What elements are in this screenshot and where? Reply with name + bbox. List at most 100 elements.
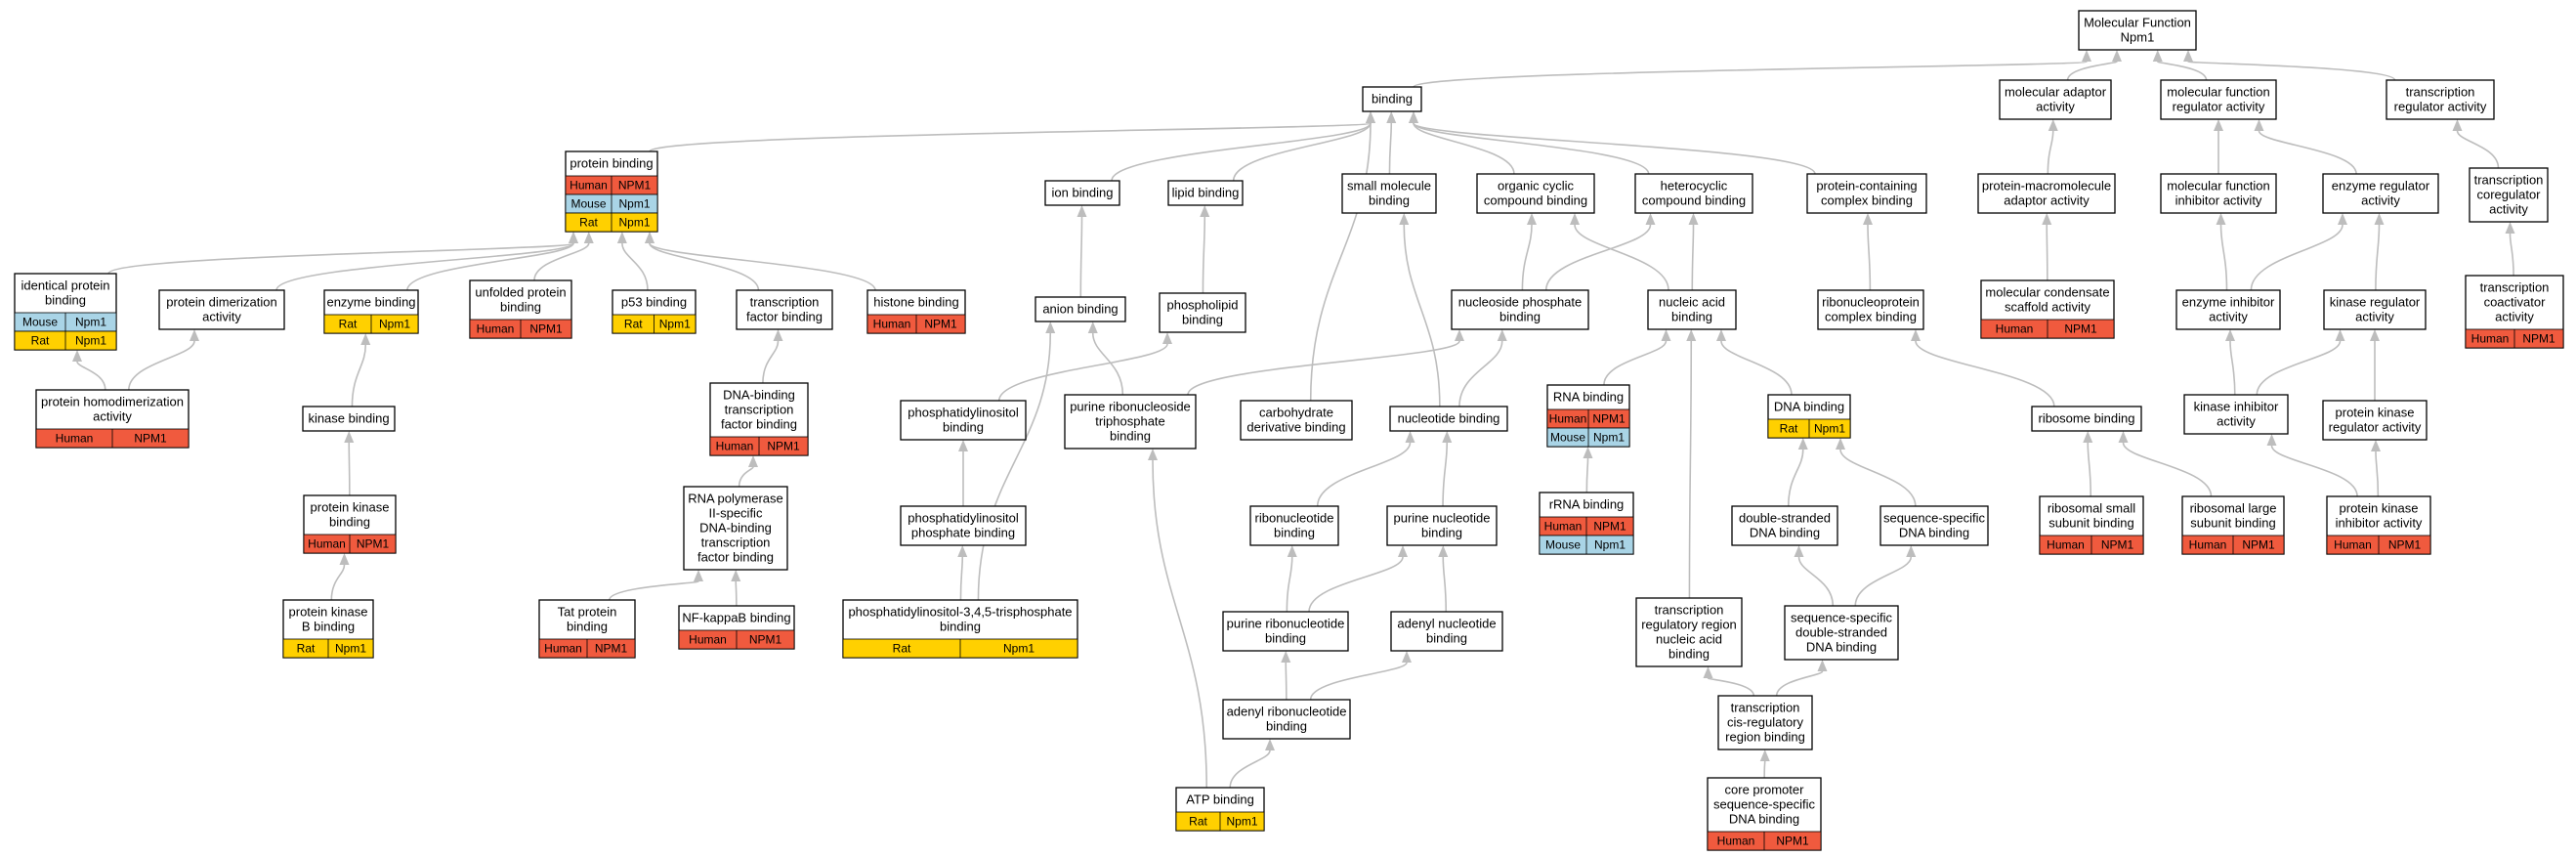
is-a-edge	[1763, 760, 1766, 779]
gene-symbol: Npm1	[75, 334, 106, 348]
species-name: Human	[570, 179, 608, 193]
term-label-line: binding	[1421, 526, 1462, 540]
go-term-lipid-binding[interactable]: lipid binding	[1167, 180, 1244, 206]
term-label-line: regulator activity	[2394, 100, 2487, 114]
term-box	[2323, 289, 2427, 330]
edge-arrowhead	[1200, 205, 1210, 217]
go-term-binding[interactable]: binding	[1362, 86, 1422, 112]
term-label-line: double-stranded	[1795, 625, 1887, 640]
edge-arrowhead	[1794, 545, 1804, 557]
edge-arrowhead	[2118, 431, 2129, 443]
go-term-ion-binding[interactable]: ion binding	[1044, 180, 1120, 206]
go-term-anion[interactable]: anion binding	[1035, 296, 1126, 322]
term-label-line: ribosomal large	[2190, 501, 2277, 516]
is-a-edge	[735, 580, 738, 607]
species-name: Human	[477, 322, 515, 336]
go-term-pip3[interactable]: phosphatidylinositol-3,4,5-trisphosphate…	[842, 599, 1078, 659]
term-box	[1240, 400, 1353, 441]
term-label-line: rRNA binding	[1549, 497, 1625, 512]
term-label-line: phospholipid	[1166, 298, 1238, 313]
edge-arrowhead	[616, 232, 627, 243]
is-a-edge	[997, 343, 1168, 402]
edge-arrowhead	[1863, 213, 1873, 225]
term-box	[1222, 611, 1349, 652]
species-name: Human	[544, 642, 582, 656]
is-a-edge	[351, 344, 367, 407]
term-label-line: nucleic acid	[1656, 632, 1722, 647]
term-label-line: molecular adaptor	[2005, 85, 2107, 100]
term-label-line: activity	[93, 409, 132, 424]
is-a-edge	[1413, 122, 1650, 175]
go-term-kinase-binding[interactable]: kinase binding	[302, 406, 396, 432]
is-a-edge	[2250, 224, 2344, 291]
term-box	[1389, 406, 1508, 432]
term-label-line: regulator activity	[2329, 420, 2422, 435]
go-term-rnap[interactable]: RNA polymeraseII-specificDNA-bindingtran…	[683, 486, 788, 571]
go-term-ribosome[interactable]: ribosome binding	[2031, 406, 2142, 432]
term-label-line: nucleoside phosphate	[1458, 295, 1583, 310]
edge-arrowhead	[1287, 545, 1297, 557]
term-label-line: binding	[1369, 193, 1410, 208]
go-term-nucleotide[interactable]: nucleotide binding	[1389, 406, 1508, 432]
